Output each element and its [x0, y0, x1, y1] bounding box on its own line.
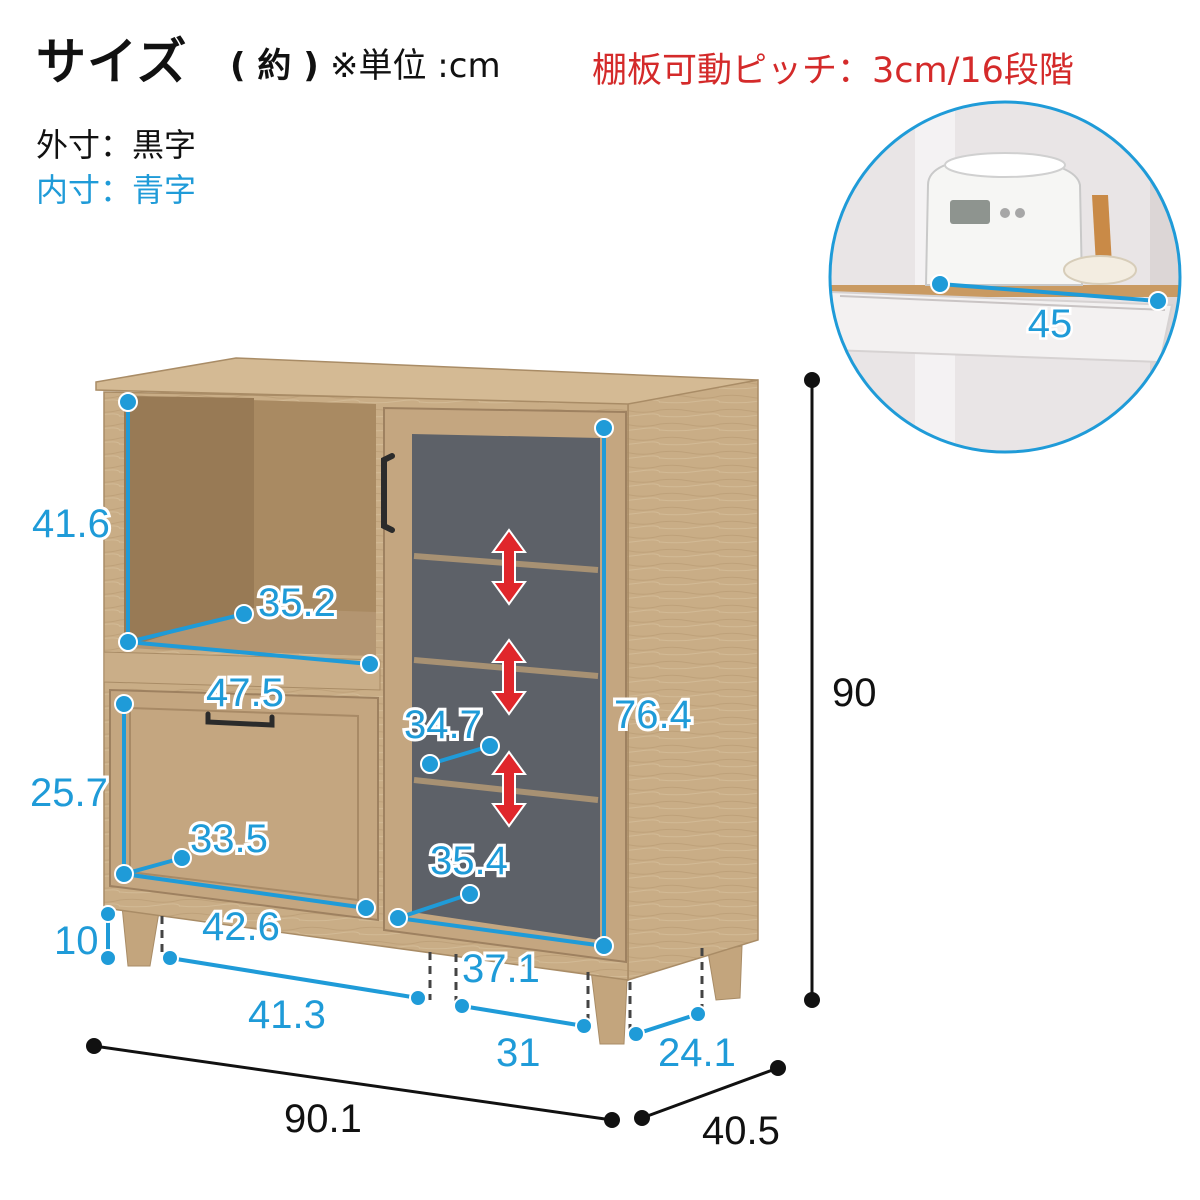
slide-shelf-width-label: 45: [1028, 302, 1073, 346]
dim-drawer-depth: 33.5: [190, 817, 268, 861]
dim-drawer-width: 42.6: [202, 905, 280, 949]
dim-under-width-left: 41.3: [248, 993, 326, 1037]
drawer-handle-icon: [205, 711, 275, 728]
door-handle-icon: [381, 453, 395, 533]
detail-photo-circle: 45: [828, 100, 1182, 454]
dim-cabinet-depth: 35.4: [430, 839, 508, 883]
dim-outer-width: 90.1: [284, 1097, 362, 1141]
dim-upper-open-width: 47.5: [206, 671, 284, 715]
dim-outer-depth: 40.5: [702, 1109, 780, 1153]
dim-upper-open-height: 41.6: [32, 502, 110, 546]
dim-cabinet-shelf-depth: 34.7: [404, 703, 482, 747]
dim-leg-height: 10: [54, 919, 99, 963]
shelf-adjust-arrows: [491, 528, 527, 828]
dim-cabinet-width: 37.1: [462, 947, 540, 991]
dim-cabinet-height: 76.4: [614, 693, 692, 737]
adjust-arrow-icon: [491, 638, 527, 716]
legend-inner-dimensions: 内寸：青字: [36, 171, 197, 209]
adjust-arrow-icon: [491, 528, 527, 606]
shelf-pitch-note: 棚板可動ピッチ：3cm/16段階: [592, 51, 1074, 91]
approx-label: ( 約 ): [230, 46, 319, 86]
dim-outer-height: 90: [832, 671, 877, 715]
unit-note: ※単位 :cm: [330, 46, 501, 86]
rice-cooker-icon: [924, 152, 1084, 286]
adjust-arrow-icon: [491, 750, 527, 828]
dim-under-width-right: 24.1: [658, 1031, 736, 1075]
dim-upper-open-depth: 35.2: [258, 581, 336, 625]
dim-slide-shelf-width: 45: [930, 274, 1168, 349]
page-title: サイズ: [36, 33, 188, 91]
legend-outer-dimensions: 外寸：黒字: [36, 126, 197, 164]
dim-under-width-center: 31: [496, 1031, 541, 1075]
dim-drawer-height: 25.7: [30, 771, 108, 815]
